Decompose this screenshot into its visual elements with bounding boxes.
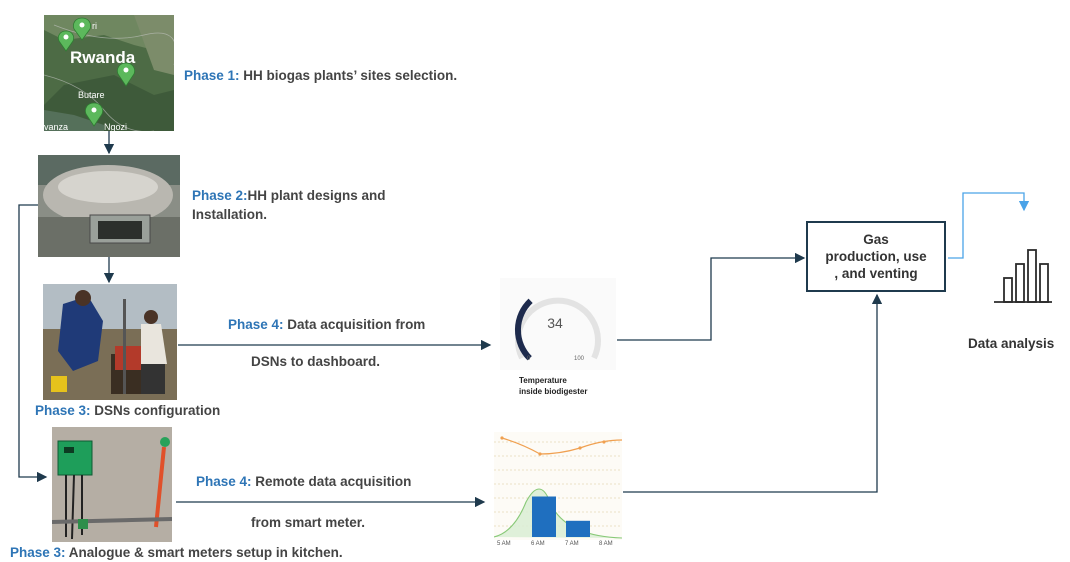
phase3a-desc: DSNs configuration xyxy=(94,403,221,418)
gas-production-box: Gas production, use , and venting xyxy=(806,221,946,292)
gauge-caption: Temperature inside biodigester xyxy=(519,375,587,397)
phase2-desc-line2: Installation. xyxy=(192,207,268,222)
phase3b-desc: Analogue & smart meters setup in kitchen… xyxy=(68,545,343,560)
chart-x-tick: 7 AM xyxy=(565,541,579,547)
gauge-arc xyxy=(514,297,601,361)
map-town-label: vanza xyxy=(44,122,69,131)
phase2-text: Phase 2:HH plant designs and Installatio… xyxy=(192,186,386,224)
phase1-desc: HH biogas plants’ sites selection. xyxy=(243,68,458,83)
phase4b-label: Phase 4: xyxy=(196,474,252,489)
biogas-dome-photo xyxy=(38,155,180,257)
gauge-fill xyxy=(514,298,533,361)
chart-bar xyxy=(566,520,590,537)
chart-green-curve xyxy=(494,488,622,539)
map-town-label: Ngozi xyxy=(104,122,128,131)
gauge-caption-line2: inside biodigester xyxy=(519,387,588,396)
gas-box-line1: Gas xyxy=(863,232,889,247)
chart-bar xyxy=(532,496,556,537)
chart-orange-points xyxy=(500,436,606,456)
bar-chart-icon xyxy=(994,249,1052,303)
phase4b-desc-line1: Remote data acquisition xyxy=(255,474,412,489)
phase4b-desc-line2: from smart meter. xyxy=(251,515,366,530)
map-town-label: ri xyxy=(92,21,97,31)
arrow-gauge-box xyxy=(617,252,806,341)
arrow-box-analysis xyxy=(948,192,1030,259)
phase3a-label: Phase 3: xyxy=(35,403,91,418)
phase2-label: Phase 2: xyxy=(192,188,248,203)
gauge-min: 0 xyxy=(527,356,531,362)
gas-box-line2: production, use xyxy=(825,249,927,264)
smart-meter-photo xyxy=(52,427,172,542)
gas-box-line3: , and venting xyxy=(834,266,918,281)
phase4a-desc-line2: DSNs to dashboard. xyxy=(251,354,381,369)
phase4a-line1: Phase 4: Data acquisition from xyxy=(228,315,425,334)
dsn-config-photo xyxy=(43,284,177,400)
phase1-label: Phase 1: xyxy=(184,68,240,83)
map-town-label: Butare xyxy=(78,90,105,100)
gauge-value: 34 xyxy=(547,315,563,331)
chart-x-tick: 8 AM xyxy=(599,541,613,547)
gas-chart xyxy=(494,436,622,539)
data-analysis-label: Data analysis xyxy=(968,336,1055,351)
gauge-max: 100 xyxy=(574,356,585,362)
phase4b-line1: Phase 4: Remote data acquisition xyxy=(196,472,411,491)
arrow-loop-meters xyxy=(18,204,48,483)
chart-x-tick: 6 AM xyxy=(531,541,545,547)
chart-gridlines xyxy=(494,441,622,527)
phase3b-text: Phase 3: Analogue & smart meters setup i… xyxy=(10,543,343,562)
chart-x-tick: 5 AM xyxy=(497,541,511,547)
phase1-text: Phase 1: HH biogas plants’ sites selecti… xyxy=(184,66,457,85)
gauge-caption-line1: Temperature xyxy=(519,376,567,385)
phase3a-text: Phase 3: DSNs configuration xyxy=(35,401,220,420)
arrow-chart-box xyxy=(623,293,883,493)
chart-orange-line xyxy=(501,437,622,455)
phase3b-label: Phase 3: xyxy=(10,545,66,560)
rwanda-map-image: ri Rwanda Butare vanza Ngozi xyxy=(44,15,174,131)
phase2-desc-line1: HH plant designs and xyxy=(247,188,386,203)
map-country-label: Rwanda xyxy=(70,48,136,67)
phase4a-desc-line1: Data acquisition from xyxy=(287,317,426,332)
phase4a-label: Phase 4: xyxy=(228,317,284,332)
